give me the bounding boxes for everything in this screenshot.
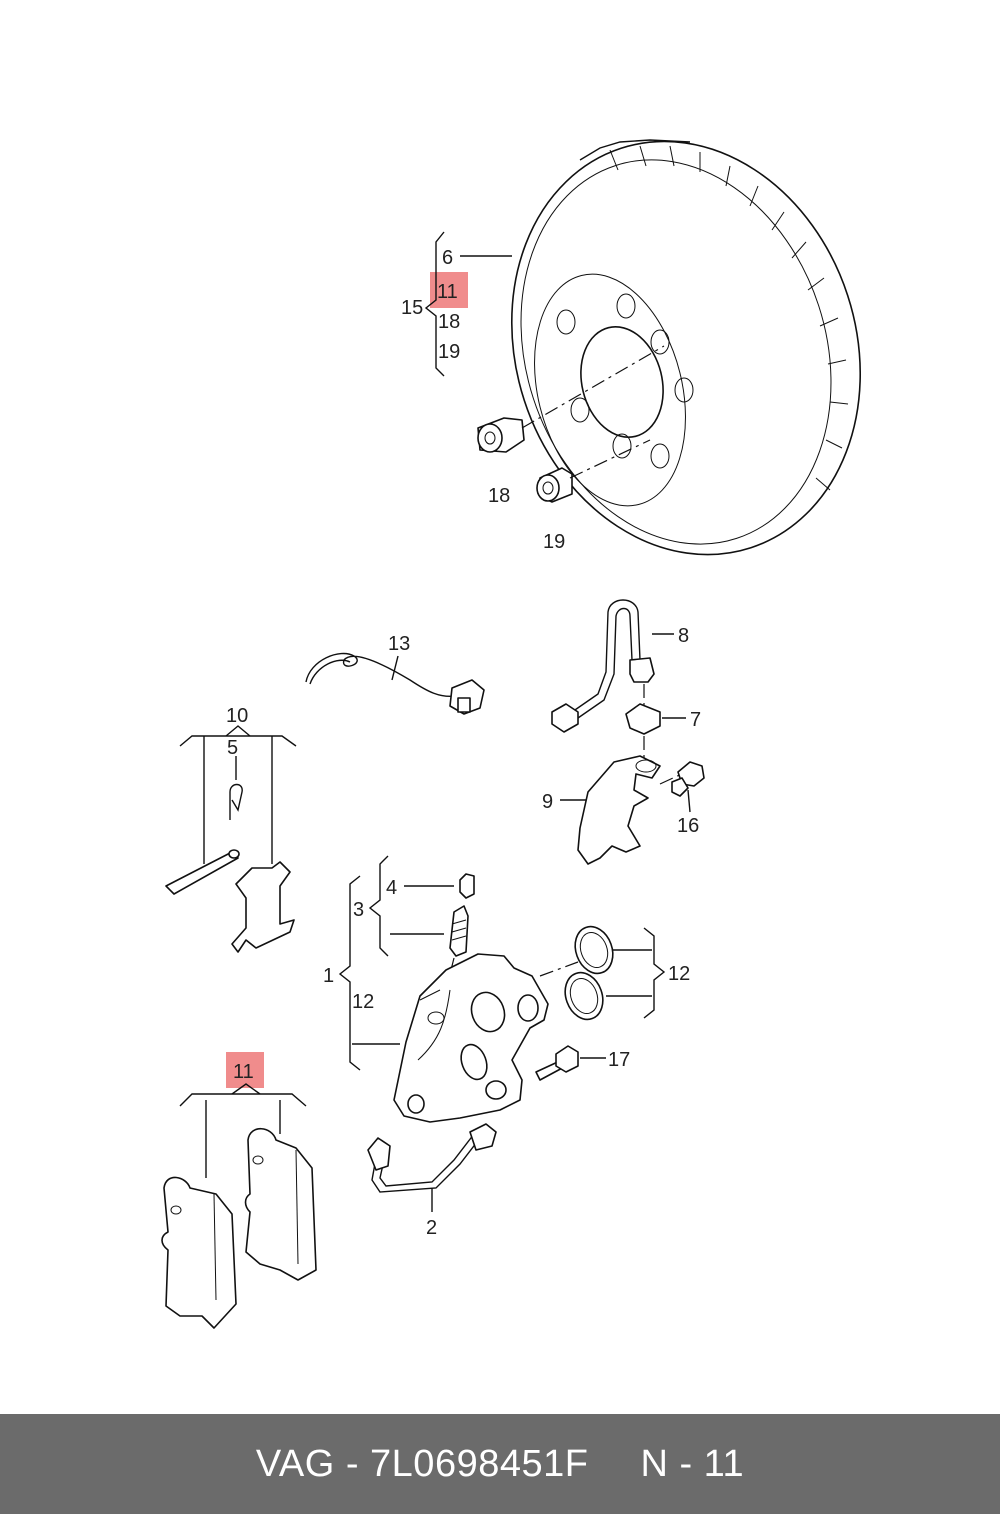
callout-17: 17	[608, 1049, 630, 1071]
holder-bracket-part	[560, 755, 687, 865]
anti-rattle-spring-part	[231, 861, 295, 953]
highlight-box-11-pads	[226, 1052, 264, 1088]
callout-2: 2	[426, 1217, 437, 1239]
callout-10: 10	[226, 705, 248, 727]
brake-pad-inner-part	[244, 1127, 317, 1281]
hex-bolt-part	[671, 761, 705, 813]
callout-9: 9	[542, 791, 553, 813]
brake-caliper-part	[393, 953, 549, 1123]
retaining-pin-part	[165, 849, 240, 895]
callout-12-right: 12	[668, 963, 690, 985]
callout-7: 7	[690, 709, 701, 731]
callout-1: 1	[323, 965, 334, 987]
callout-5: 5	[227, 737, 238, 759]
callout-3: 3	[353, 899, 364, 921]
brake-pads-bracket	[179, 1083, 307, 1178]
callout-12-left: 12	[352, 991, 374, 1013]
screw-plug-part	[536, 467, 573, 503]
callout-15: 15	[401, 297, 423, 319]
callout-18-part: 18	[488, 485, 510, 507]
callout-11-pads: 11	[233, 1061, 254, 1083]
bleeder-screw-part	[459, 873, 475, 899]
callout-4: 4	[386, 877, 397, 899]
brand-part-number: VAG - 7L0698451F	[255, 1442, 589, 1485]
pin-kit-bracket	[179, 725, 297, 864]
wear-indicator-part	[305, 652, 485, 715]
callout-6: 6	[442, 247, 453, 269]
brake-pad-outer-part	[161, 1176, 237, 1329]
brake-disc	[510, 139, 862, 556]
callout-19-part: 19	[543, 531, 565, 553]
callout-18-group: 18	[438, 311, 460, 333]
callout-16: 16	[677, 815, 699, 837]
brake-pipe-part	[367, 1123, 497, 1212]
callout-19-group: 19	[438, 341, 460, 363]
guide-screw-part	[477, 417, 525, 453]
callout-11-top: 11	[437, 281, 458, 303]
exploded-parts-diagram: 6 11 15 18 19 18 19 13 8 7 10 5 9 16 4 3…	[161, 139, 862, 1329]
piston-seals-part	[539, 925, 614, 1021]
caliper-bolt-part	[535, 1045, 606, 1081]
callout-8: 8	[678, 625, 689, 647]
caliper-group-brackets	[338, 855, 666, 1071]
callout-13: 13	[388, 633, 410, 655]
retaining-clip-part	[625, 703, 686, 758]
brake-line-part	[551, 599, 674, 733]
spring-clip-part	[229, 783, 243, 820]
disc-kit-bracket	[424, 231, 512, 377]
part-number-footer: VAG - 7L0698451F N - 11	[0, 1414, 1000, 1514]
page-reference: N - 11	[640, 1442, 745, 1485]
